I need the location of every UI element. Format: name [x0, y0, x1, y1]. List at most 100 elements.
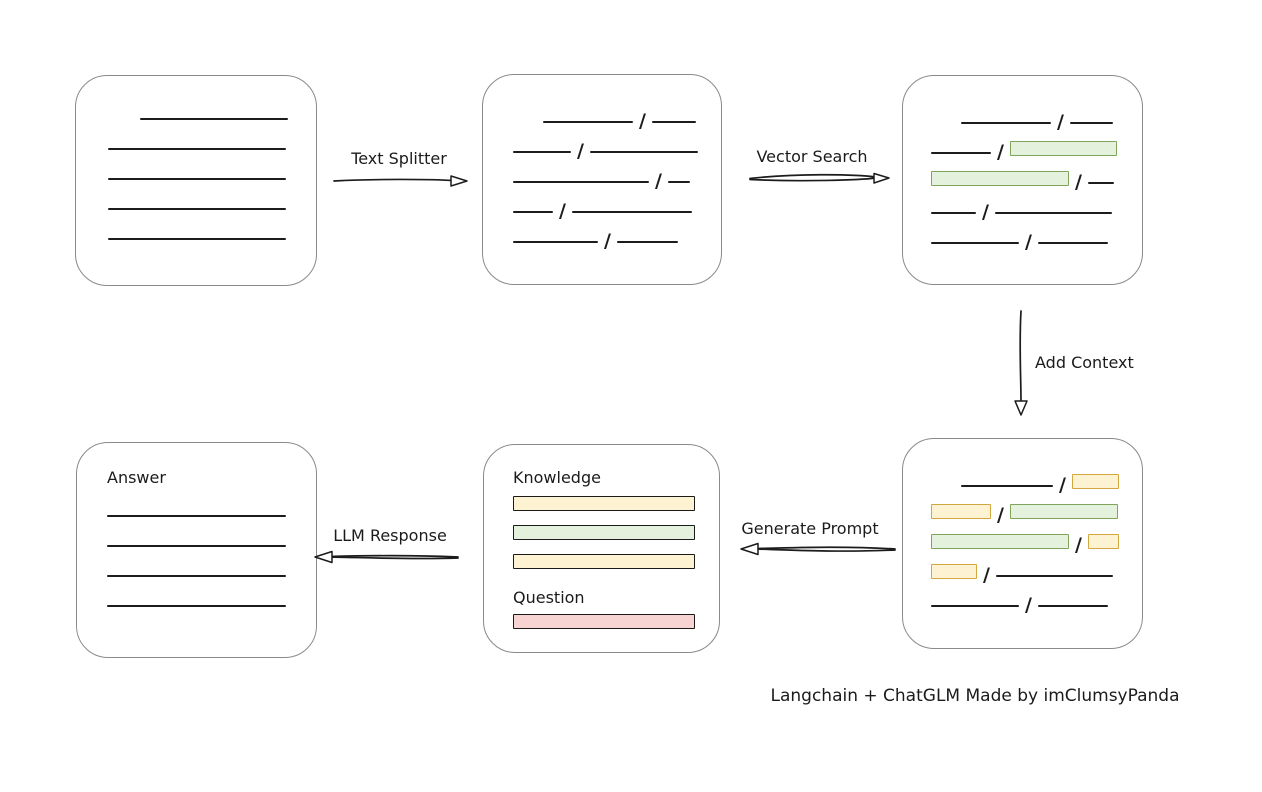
text-line	[667, 181, 690, 183]
text-line	[108, 238, 286, 240]
generate-prompt-arrow	[740, 542, 896, 556]
yellow-bar	[513, 496, 695, 511]
chunk-separator-slash: /	[983, 564, 990, 586]
question-bar	[513, 614, 719, 629]
chunk-separator-slash: /	[982, 201, 989, 223]
source-document-box	[75, 75, 317, 286]
text-row: /	[513, 155, 721, 191]
text-row	[108, 152, 316, 182]
red-bar	[513, 614, 695, 629]
answer-lines	[107, 489, 316, 609]
yellow-highlight-bar	[1087, 534, 1119, 549]
text-row: /	[931, 96, 1142, 132]
text-line	[513, 241, 598, 243]
text-line	[961, 485, 1053, 487]
chunk-separator-slash: /	[997, 504, 1004, 526]
text-splitter-arrow	[333, 175, 468, 187]
green-highlight-bar	[1009, 504, 1118, 519]
chunk-separator-slash: /	[1075, 171, 1082, 193]
text-line	[994, 212, 1112, 214]
diagram-caption: Langchain + ChatGLM Made by imClumsyPand…	[770, 686, 1180, 706]
answer-box: Answer	[76, 442, 317, 658]
text-line	[931, 605, 1019, 607]
text-line	[616, 241, 678, 243]
text-line	[571, 211, 692, 213]
llm-response-label: LLM Response	[333, 526, 447, 545]
chunk-separator-slash: /	[559, 200, 566, 222]
source-document-lines	[76, 76, 316, 242]
context-chunks-box: / / / / /	[902, 438, 1143, 649]
green-bar	[513, 525, 695, 540]
text-line	[961, 122, 1051, 124]
generate-prompt-label: Generate Prompt	[741, 519, 879, 538]
text-line	[108, 208, 286, 210]
chunk-separator-slash: /	[1059, 474, 1066, 496]
green-highlight-bar	[931, 534, 1069, 549]
text-splitter-label: Text Splitter	[351, 149, 447, 168]
llm-response-arrow	[314, 550, 459, 564]
text-line	[513, 151, 571, 153]
text-line	[589, 151, 698, 153]
text-row	[107, 549, 316, 579]
text-row: /	[513, 185, 721, 222]
text-row: /	[931, 549, 1142, 586]
chunk-separator-slash: /	[1075, 534, 1082, 556]
text-line	[1037, 605, 1108, 607]
knowledge-label: Knowledge	[513, 468, 601, 487]
context-chunks-rows: / / / / /	[903, 439, 1142, 616]
green-highlight-bar	[931, 171, 1069, 186]
yellow-highlight-bar	[931, 504, 991, 519]
split-chunks-rows: /////	[483, 75, 721, 252]
text-line	[513, 211, 553, 213]
text-row: /	[513, 215, 721, 252]
vector-search-arrow	[749, 172, 890, 184]
add-context-arrow	[1014, 310, 1028, 416]
text-line	[140, 118, 288, 120]
text-line	[107, 515, 286, 517]
answer-label: Answer	[107, 468, 166, 487]
text-line	[107, 605, 286, 607]
chunk-separator-slash: /	[639, 110, 646, 132]
text-line	[1087, 182, 1114, 184]
text-line	[108, 148, 286, 150]
text-row	[108, 92, 316, 122]
chunk-separator-slash: /	[577, 140, 584, 162]
text-row: /	[931, 186, 1142, 223]
prompt-box: Knowledge Question	[483, 444, 720, 653]
text-line	[651, 121, 696, 123]
text-row: /	[931, 156, 1142, 193]
vector-matches-rows: /////	[903, 76, 1142, 253]
text-row: /	[931, 489, 1142, 526]
text-row	[108, 212, 316, 242]
split-chunks-box: /////	[482, 74, 722, 285]
green-highlight-bar	[1009, 141, 1117, 156]
text-row: /	[931, 579, 1142, 616]
text-row	[108, 182, 316, 212]
text-line	[513, 181, 649, 183]
knowledge-bars	[513, 496, 719, 569]
chunk-separator-slash: /	[604, 230, 611, 252]
add-context-label: Add Context	[1035, 353, 1134, 372]
text-row	[107, 579, 316, 609]
text-row: /	[513, 95, 721, 132]
yellow-bar	[513, 554, 695, 569]
chunk-separator-slash: /	[1025, 594, 1032, 616]
text-line	[107, 575, 286, 577]
text-line	[995, 575, 1113, 577]
text-line	[1037, 242, 1108, 244]
text-line	[1069, 122, 1113, 124]
text-row	[107, 519, 316, 549]
text-row	[107, 489, 316, 519]
text-row: /	[931, 459, 1142, 496]
chunk-separator-slash: /	[1025, 231, 1032, 253]
text-line	[543, 121, 633, 123]
text-row: /	[931, 126, 1142, 162]
text-row: /	[931, 216, 1142, 253]
text-row	[108, 122, 316, 152]
vector-matches-box: /////	[902, 75, 1143, 285]
text-line	[931, 212, 976, 214]
text-row: /	[931, 519, 1142, 556]
yellow-highlight-bar	[1071, 474, 1119, 489]
question-label: Question	[513, 588, 585, 607]
